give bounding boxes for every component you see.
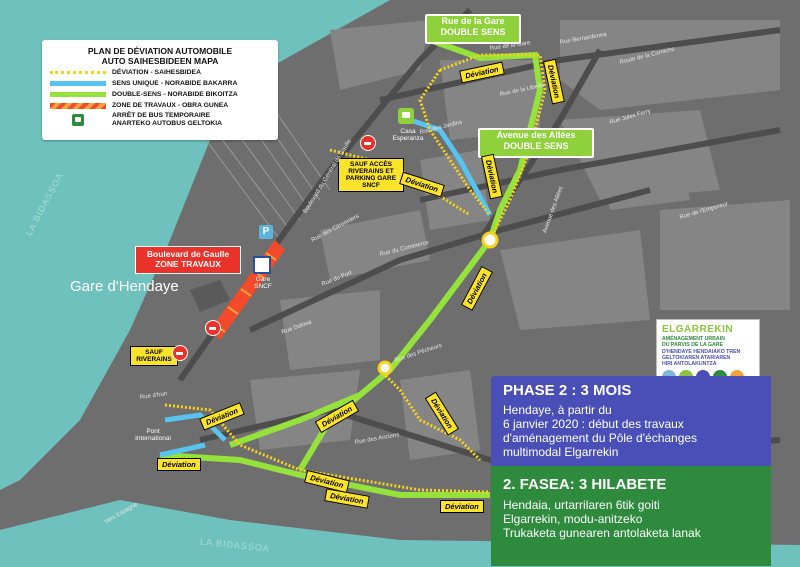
callout-boulevard-gaulle: Boulevard de Gaulle ZONE TRAVAUX: [135, 246, 241, 274]
label-gare-sncf-line2: SNCF: [254, 283, 272, 290]
phase2-text: Hendaye, à partir du 6 janvier 2020 : dé…: [503, 403, 759, 459]
callout-boulevard-line2: ZONE TRAVAUX: [155, 259, 221, 269]
legend-label-bus: ARRÊT DE BUS TEMPORAIRE ANARTEKO AUTOBUS…: [112, 112, 222, 128]
callout-avenue-allees: Avenue des Allées DOUBLE SENS: [478, 128, 594, 158]
label-gare-hendaye: Gare d'Hendaye: [70, 278, 179, 295]
phase2-text-line1: Hendaye, à partir du: [503, 403, 612, 417]
label-casa-esperanza: Casa Esperanza: [388, 128, 428, 142]
station-building: [190, 280, 230, 312]
phase2-text-line4: multimodal Elgarrekin: [503, 445, 619, 459]
sens-unique-route: [159, 117, 493, 458]
legend-label-deviation: DÉVIATION - SAIHESBIDEA: [112, 69, 201, 76]
no-entry-icon-north: [360, 135, 376, 151]
logo-title: ELGARREKIN: [662, 324, 734, 335]
callout-allees-line2: DOUBLE SENS: [503, 141, 569, 151]
fasea-text-line3: Trukaketa gunearen antolaketa lanak: [503, 526, 701, 540]
label-gare-sncf: Gare SNCF: [250, 276, 276, 290]
fasea-text-line2: Elgarrekin, modu-anitzeko: [503, 512, 643, 526]
roundabout-north: [481, 231, 499, 249]
phase2-title: PHASE 2 : 3 MOIS: [503, 382, 632, 399]
label-pont-international: Pont International: [128, 428, 178, 442]
logo-line-3: D'HENDAYE HENDAIAKO TREN: [662, 348, 741, 355]
legend-row-one-way: SENS UNIQUE - NORABIDE BAKARRA: [50, 79, 270, 88]
phase2-text-line2: 6 janvier 2020 : début des travaux: [503, 417, 684, 431]
legend-title-1: PLAN DE DÉVIATION AUTOMOBILE: [87, 46, 233, 56]
logo-line-5: HIRI ANTOLAKUNTZA: [662, 361, 717, 368]
sign-sauf-riverains: SAUF RIVERAINS: [130, 346, 178, 366]
callout-allees-line1: Avenue des Allées: [496, 130, 576, 140]
legend: PLAN DE DÉVIATION AUTOMOBILE AUTO SAIHES…: [42, 40, 278, 140]
legend-label-works: ZONE DE TRAVAUX - OBRA GUNEA: [112, 102, 229, 109]
legend-swatch-works: [50, 102, 106, 109]
callout-rue-gare: Rue de la Gare DOUBLE SENS: [425, 14, 521, 44]
legend-swatch-deviation: [50, 71, 106, 74]
label-pont-line2: International: [135, 435, 171, 442]
legend-row-deviation: DÉVIATION - SAIHESBIDEA: [50, 68, 270, 77]
legend-label-one-way: SENS UNIQUE - NORABIDE BAKARRA: [112, 80, 238, 87]
fasea-text-line1: Hendaia, urtarrilaren 6tik goiti: [503, 498, 660, 512]
no-entry-icon-gare: [205, 320, 221, 336]
logo-line-2: DU PARVIS DE LA GARE: [662, 342, 724, 349]
legend-swatch-one-way: [50, 81, 106, 86]
callout-rue-gare-line1: Rue de la Gare: [441, 16, 505, 26]
label-casa-line2: Esperanza: [392, 135, 424, 142]
roundabout-south: [377, 360, 393, 376]
legend-row-two-way: DOUBLE-SENS - NORABIDE BIKOITZA: [50, 90, 270, 99]
bus-stop-icon-casa: [398, 108, 414, 124]
callout-boulevard-line1: Boulevard de Gaulle: [146, 249, 230, 259]
callout-rue-gare-line2: DOUBLE SENS: [440, 27, 506, 37]
phase2-text-line3: d'aménagement du Pôle d'échanges: [503, 431, 698, 445]
logo-line-1: AMÉNAGEMENT URBAIN: [662, 336, 725, 342]
legend-title-2: AUTO SAIHESBIDEEN MAPA: [101, 56, 219, 66]
bus-stop-icon: [72, 114, 84, 126]
legend-label-two-way: DOUBLE-SENS - NORABIDE BIKOITZA: [112, 91, 238, 98]
phase2-panel: PHASE 2 : 3 MOIS Hendaye, à partir du 6 …: [491, 376, 771, 466]
train-station-icon: [253, 256, 271, 274]
legend-row-bus: ARRÊT DE BUS TEMPORAIRE ANARTEKO AUTOBUS…: [50, 112, 270, 128]
fasea-title: 2. FASEA: 3 HILABETE: [503, 476, 667, 493]
fasea-text: Hendaia, urtarrilaren 6tik goiti Elgarre…: [503, 498, 759, 540]
deviation-sign-9: Déviation: [157, 458, 201, 471]
legend-bus-line2: ANARTEKO AUTOBUS GELTOKIA: [112, 120, 223, 127]
label-gare-sncf-line1: Gare: [255, 276, 271, 283]
parking-icon: P: [259, 225, 273, 239]
legend-bus-line1: ARRÊT DE BUS TEMPORAIRE: [112, 112, 211, 119]
label-pont-line1: Pont: [146, 428, 160, 435]
legend-row-works: ZONE DE TRAVAUX - OBRA GUNEA: [50, 101, 270, 110]
fasea-panel: 2. FASEA: 3 HILABETE Hendaia, urtarrilar…: [491, 466, 771, 566]
no-entry-icon-south: [172, 345, 188, 361]
sign-sauf-acces: SAUF ACCÈS RIVERAINS ET PARKING GARE SNC…: [338, 158, 404, 192]
deviation-sign-12: Déviation: [440, 500, 484, 513]
legend-swatch-two-way: [50, 92, 106, 97]
label-casa-line1: Casa: [400, 128, 416, 135]
logo-line-4: GELTOKIAREN ATARIAREN: [662, 354, 731, 361]
